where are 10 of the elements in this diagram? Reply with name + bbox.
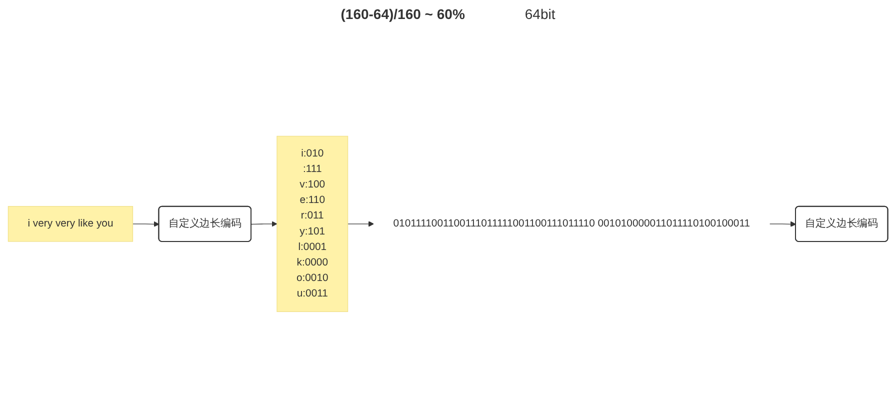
bit-count-note: 64bit bbox=[524, 6, 556, 22]
flowchart-diagram: i very very like you 自定义边长编码 i:010 :111 v:100 e:110 r:011 y:101 l:0001 k:0000 o:0010 u:0011 0101111001100111011111001100111011110 001010000011011110100100011 自定义边长编码 bbox=[3, 131, 893, 317]
arrow bbox=[132, 221, 160, 228]
node-box bbox=[276, 136, 348, 312]
arrow bbox=[769, 221, 796, 228]
arrow bbox=[251, 221, 278, 227]
arrow bbox=[347, 221, 374, 227]
node-box bbox=[8, 206, 134, 242]
node-text: 0101111001100111011111001100111011110 001010000011011110100100011 bbox=[393, 218, 750, 230]
formula-note: (160-64)/160 ~ 60% bbox=[340, 6, 465, 22]
